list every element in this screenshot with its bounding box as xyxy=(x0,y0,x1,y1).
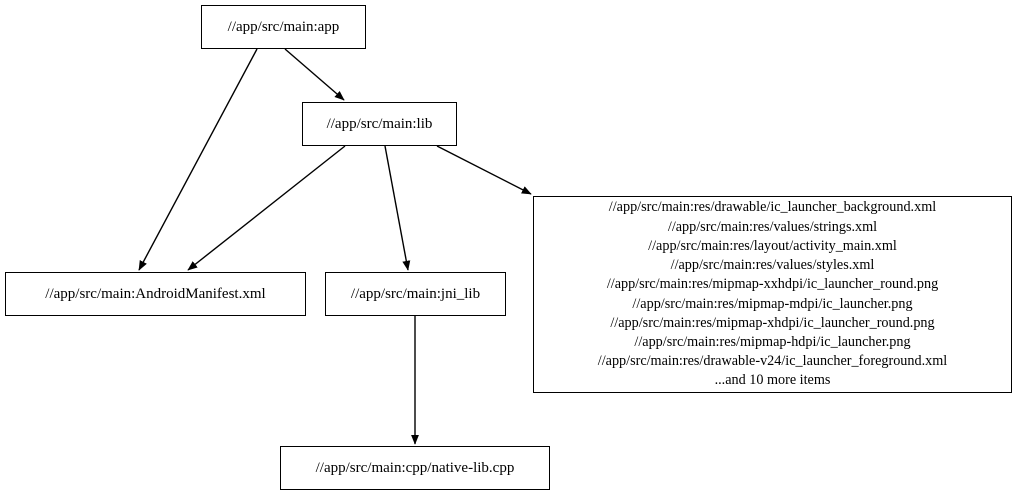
graph-node-resources[interactable]: //app/src/main:res/drawable/ic_launcher_… xyxy=(533,196,1012,393)
graph-node-lib[interactable]: //app/src/main:lib xyxy=(302,102,457,146)
graph-edge-lib-to-resources xyxy=(436,145,532,195)
graph-edge-lib-to-jni-lib xyxy=(384,145,411,271)
graph-edge-app-to-manifest xyxy=(138,48,258,271)
graph-node-native_lib[interactable]: //app/src/main:cpp/native-lib.cpp xyxy=(280,446,550,490)
graph-node-app[interactable]: //app/src/main:app xyxy=(201,5,366,49)
graph-edge-lib-to-manifest xyxy=(187,145,346,271)
graph-node-manifest[interactable]: //app/src/main:AndroidManifest.xml xyxy=(5,272,306,316)
graph-edge-app-to-lib xyxy=(284,48,345,101)
graph-node-jni_lib[interactable]: //app/src/main:jni_lib xyxy=(325,272,506,316)
